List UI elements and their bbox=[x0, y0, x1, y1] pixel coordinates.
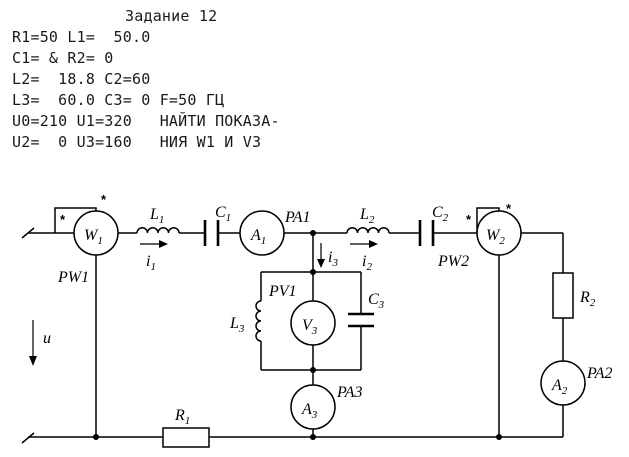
task-text: Задание 12 R1=50 L1= 50.0 C1= & R2= 0 L2… bbox=[12, 6, 280, 153]
svg-text:u: u bbox=[43, 330, 51, 347]
input-terminal-top bbox=[21, 227, 35, 239]
svg-text:R2: R2 bbox=[579, 289, 596, 309]
task-line-4: L3= 60.0 C3= 0 F=50 ГЦ bbox=[12, 91, 225, 109]
svg-text:i1: i1 bbox=[146, 253, 156, 273]
svg-text:L2: L2 bbox=[359, 206, 375, 226]
ammeter-a1: A1 PA1 bbox=[239, 209, 310, 256]
task-line-6: U2= 0 U3=160 НИЯ W1 И V3 bbox=[12, 133, 262, 151]
resistor-r2: R2 bbox=[552, 272, 596, 319]
inductor-l3: L3 bbox=[229, 300, 262, 342]
ammeter-a2: A2 PA2 bbox=[540, 360, 612, 406]
svg-text:L1: L1 bbox=[149, 206, 164, 226]
a2-label: PA2 bbox=[586, 365, 612, 382]
svg-text:V3: V3 bbox=[302, 317, 318, 337]
current-arrow-i1: i1 bbox=[140, 240, 168, 273]
w2-polarity-current: * bbox=[466, 212, 472, 227]
svg-text:A3: A3 bbox=[301, 401, 318, 421]
v3-label: PV1 bbox=[268, 283, 297, 300]
wattmeter-w2: W2 * * PW2 bbox=[437, 201, 522, 270]
junction-dot bbox=[310, 367, 316, 373]
junction-dot bbox=[310, 269, 316, 275]
inductor-l1: L1 bbox=[136, 206, 180, 234]
junction-dot bbox=[93, 434, 99, 440]
junction-dot bbox=[310, 434, 316, 440]
task-line-2: C1= & R2= 0 bbox=[12, 49, 114, 67]
junction-dot bbox=[496, 434, 502, 440]
svg-text:A2: A2 bbox=[551, 377, 568, 397]
current-arrow-i3: i3 bbox=[317, 243, 338, 269]
svg-text:i2: i2 bbox=[362, 253, 372, 273]
svg-text:A1: A1 bbox=[250, 227, 266, 247]
w1-polarity-current: * bbox=[60, 212, 66, 227]
w2-polarity-voltage: * bbox=[506, 201, 512, 216]
w1-polarity-voltage: * bbox=[101, 192, 107, 207]
task-line-1: R1=50 L1= 50.0 bbox=[12, 28, 151, 46]
w1-symbol: W1 bbox=[84, 227, 103, 247]
inductor-l2: L2 bbox=[346, 206, 390, 234]
svg-text:L3: L3 bbox=[229, 315, 245, 335]
a3-label: PA3 bbox=[336, 384, 362, 401]
voltage-arrow-u: u bbox=[29, 320, 51, 366]
current-arrow-i2: i2 bbox=[350, 240, 378, 273]
capacitor-c1: C1 bbox=[203, 204, 231, 246]
svg-text:i3: i3 bbox=[328, 249, 338, 269]
w2-label: PW2 bbox=[437, 253, 469, 270]
ammeter-a3: A3 PA3 bbox=[290, 384, 362, 430]
task-line-5: U0=210 U1=320 НАЙТИ ПОКАЗА- bbox=[12, 112, 280, 130]
svg-text:R1: R1 bbox=[174, 407, 190, 427]
task-title: Задание 12 bbox=[125, 7, 218, 25]
a1-label: PA1 bbox=[284, 209, 310, 226]
capacitor-c2: C2 bbox=[418, 204, 449, 246]
svg-text:C1: C1 bbox=[215, 204, 231, 224]
w1-label: PW1 bbox=[57, 269, 89, 286]
capacitor-c3: C3 bbox=[348, 291, 385, 328]
input-terminal-bottom bbox=[21, 432, 35, 444]
w2-symbol: W2 bbox=[486, 227, 505, 247]
wattmeter-w1: W1 * * PW1 bbox=[54, 192, 119, 286]
junction-dot bbox=[310, 230, 316, 236]
svg-text:C2: C2 bbox=[432, 204, 449, 224]
svg-text:C3: C3 bbox=[368, 291, 385, 311]
task-line-3: L2= 18.8 C2=60 bbox=[12, 70, 151, 88]
resistor-r1: R1 bbox=[162, 407, 210, 448]
voltmeter-v3: V3 PV1 bbox=[268, 283, 336, 346]
